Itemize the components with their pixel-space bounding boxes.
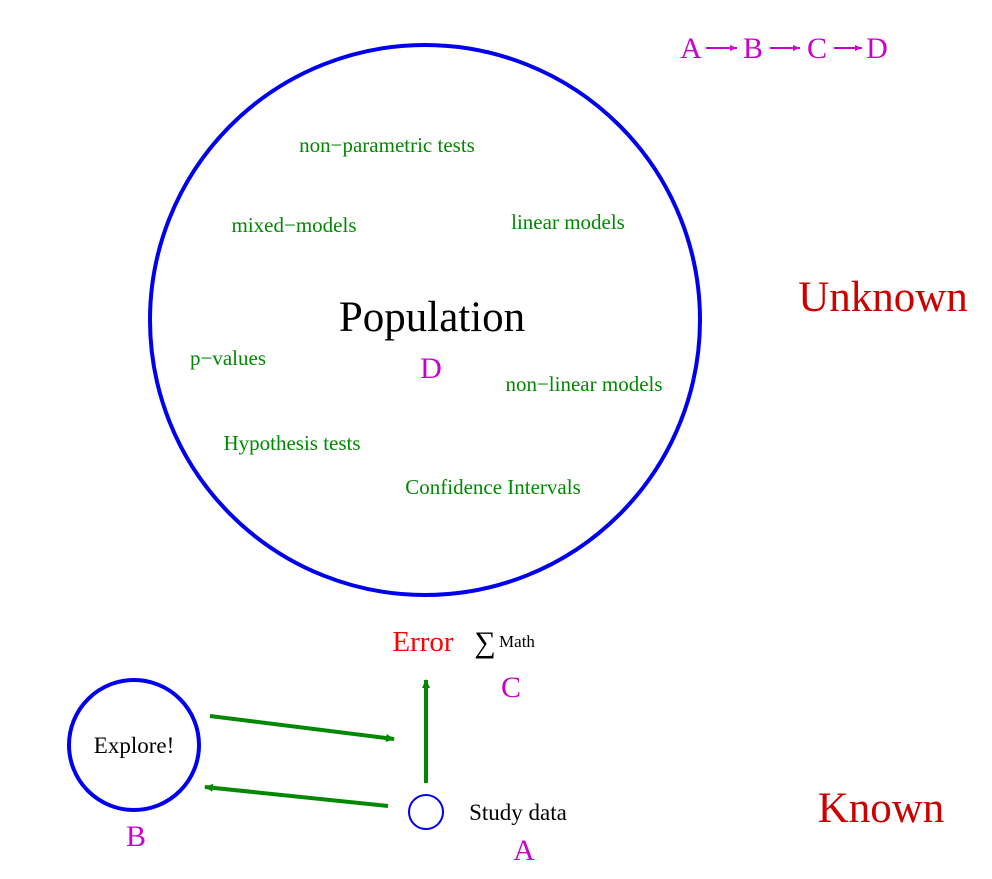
error-label: Error: [392, 626, 454, 658]
arrow-study-to-explore: [204, 783, 389, 808]
explore-circle: [67, 678, 201, 812]
population-circle: [148, 43, 702, 597]
known-label: Known: [818, 785, 945, 832]
topic-mixed-models: mixed−models: [232, 213, 357, 237]
explore-label: Explore!: [94, 733, 174, 758]
math-label: Math: [499, 632, 535, 651]
sequence-b: B: [743, 32, 763, 65]
c-letter: C: [501, 671, 521, 704]
topic-linear-models: linear models: [511, 210, 625, 234]
b-letter: B: [126, 820, 146, 853]
sigma-icon: ∑: [474, 626, 495, 659]
sequence-a: A: [680, 32, 702, 65]
population-letter-d: D: [420, 352, 442, 385]
population-title: Population: [339, 294, 525, 341]
topic-nonparametric-tests: non−parametric tests: [299, 133, 475, 157]
a-letter: A: [513, 834, 535, 867]
unknown-label: Unknown: [798, 274, 968, 321]
topic-hypothesis-tests: Hypothesis tests: [223, 431, 360, 455]
study-data-label: Study data: [469, 800, 567, 825]
topic-confidence-intervals: Confidence Intervals: [405, 475, 581, 499]
topic-nonlinear-models: non−linear models: [505, 372, 662, 396]
sequence-d: D: [866, 32, 888, 65]
arrow-explore-to-error: [209, 714, 395, 742]
study-data-circle: [408, 794, 444, 830]
topic-p-values: p−values: [190, 346, 266, 370]
sequence-c: C: [807, 32, 827, 65]
sequence-legend: A B C D: [680, 32, 888, 65]
